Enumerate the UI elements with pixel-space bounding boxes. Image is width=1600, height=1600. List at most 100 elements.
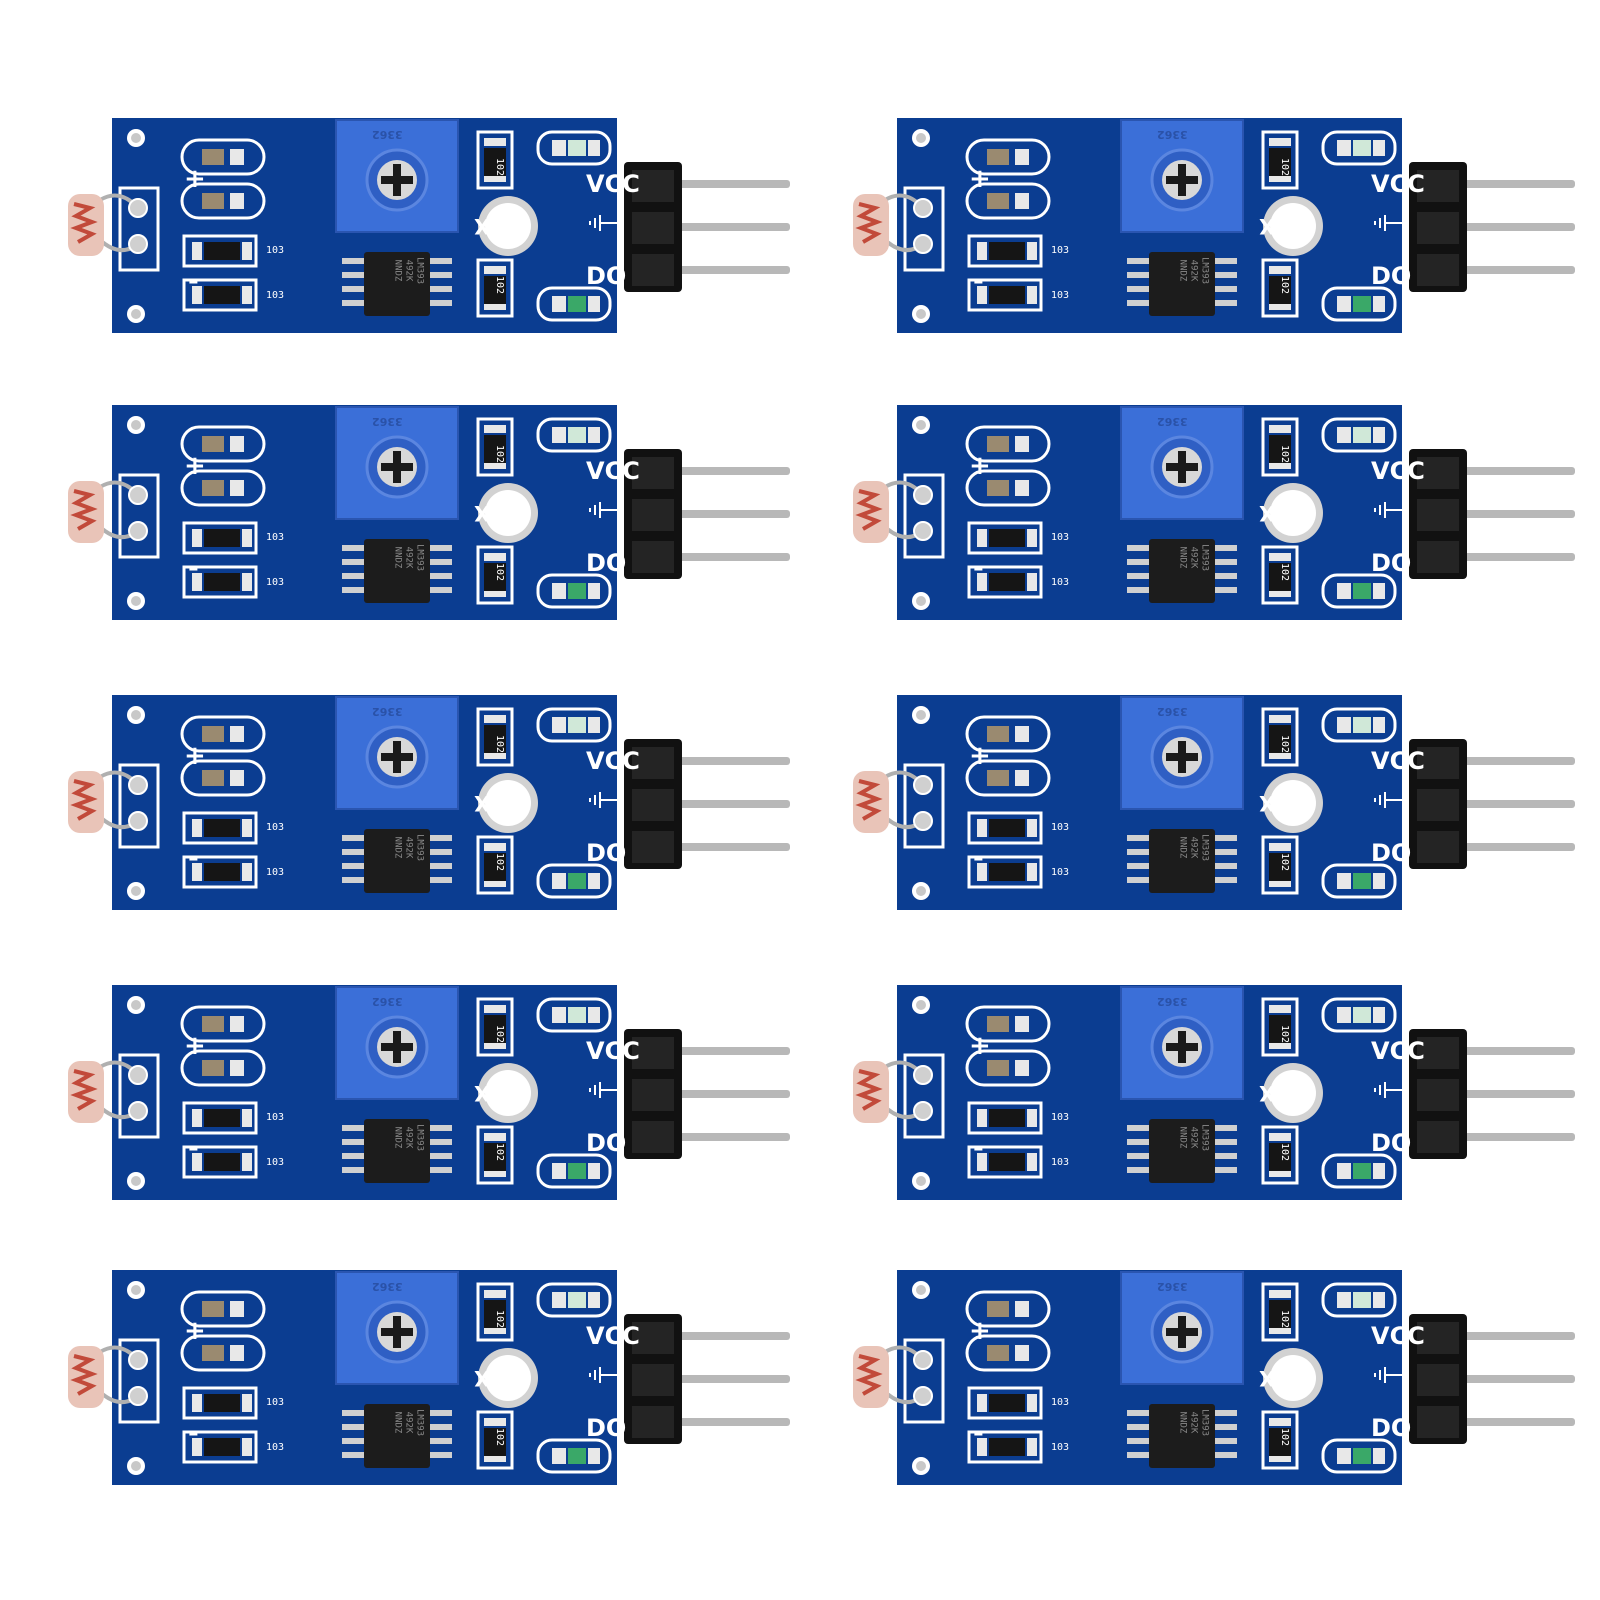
chip-marking-line: LM393 bbox=[414, 1408, 425, 1437]
switch-label-cn: 开关 bbox=[634, 1169, 679, 1194]
pin-header[interactable] bbox=[624, 162, 682, 292]
pin-header[interactable] bbox=[1409, 449, 1467, 579]
potentiometer[interactable] bbox=[1120, 1271, 1244, 1385]
do-label: DO bbox=[586, 262, 627, 290]
do-label: DO bbox=[586, 549, 627, 577]
vcc-label: VCC bbox=[1371, 1322, 1425, 1350]
pin-header[interactable] bbox=[624, 1314, 682, 1444]
sbx-label: SBX bbox=[474, 1081, 522, 1105]
light-sensor-module: + - VCC SBX DO 电源 开关 3362 103 103 102 10… bbox=[845, 405, 1575, 635]
power-led bbox=[536, 417, 612, 453]
vcc-label: VCC bbox=[586, 1037, 640, 1065]
vcc-label: VCC bbox=[1371, 457, 1425, 485]
potentiometer[interactable] bbox=[1120, 119, 1244, 233]
switch-label-cn: 开关 bbox=[1419, 1454, 1464, 1479]
light-sensor-module: + - VCC SBX DO 电源 开关 3362 103 103 102 10… bbox=[60, 695, 790, 925]
resistor-marking: 103 bbox=[266, 1442, 285, 1453]
do-label: DO bbox=[1371, 839, 1412, 867]
vcc-label: VCC bbox=[586, 457, 640, 485]
chip-marking: LM393 492K NNDZ bbox=[392, 1391, 425, 1455]
sbx-label: SBX bbox=[1259, 1081, 1307, 1105]
chip-marking-line: LM393 bbox=[414, 833, 425, 862]
power-label-cn: 电源 bbox=[1419, 997, 1464, 1022]
chip-marking: LM393 492K NNDZ bbox=[392, 239, 425, 303]
power-led bbox=[536, 997, 612, 1033]
photoresistor bbox=[853, 1346, 889, 1408]
lm393-chip bbox=[1127, 252, 1237, 316]
potentiometer[interactable] bbox=[1120, 406, 1244, 520]
minus-label: - bbox=[188, 553, 199, 583]
sbx-label: SBX bbox=[474, 791, 522, 815]
sbx-label: SBX bbox=[474, 501, 522, 525]
power-led bbox=[536, 1282, 612, 1318]
do-label: DO bbox=[1371, 262, 1412, 290]
chip-marking-line: 492K bbox=[1188, 836, 1199, 859]
resistor-marking: 103 bbox=[1051, 290, 1070, 301]
resistor-marking: 103 bbox=[1051, 867, 1070, 878]
power-label-cn: 电源 bbox=[634, 417, 679, 442]
light-sensor-module: + - VCC SBX DO 电源 开关 3362 103 103 102 10… bbox=[845, 118, 1575, 348]
minus-label: - bbox=[973, 843, 984, 873]
potentiometer[interactable] bbox=[335, 406, 459, 520]
switch-label-cn: 开关 bbox=[1419, 879, 1464, 904]
vcc-label: VCC bbox=[586, 170, 640, 198]
pin-header[interactable] bbox=[624, 1029, 682, 1159]
pot-marking: 3362 bbox=[372, 995, 403, 1008]
pot-marking: 3362 bbox=[372, 415, 403, 428]
chip-marking-line: NNDZ bbox=[1177, 259, 1188, 282]
potentiometer[interactable] bbox=[1120, 986, 1244, 1100]
switch-led bbox=[536, 286, 612, 322]
pin-header[interactable] bbox=[1409, 162, 1467, 292]
plus-label: + bbox=[969, 451, 991, 481]
power-label-cn: 电源 bbox=[634, 130, 679, 155]
switch-label-cn: 开关 bbox=[1419, 589, 1464, 614]
potentiometer[interactable] bbox=[1120, 696, 1244, 810]
chip-marking-line: 492K bbox=[1188, 1411, 1199, 1434]
potentiometer[interactable] bbox=[335, 1271, 459, 1385]
pin-header[interactable] bbox=[1409, 739, 1467, 869]
sbx-label: SBX bbox=[1259, 1366, 1307, 1390]
resistor-marking: 102 bbox=[494, 275, 506, 295]
do-label: DO bbox=[1371, 1414, 1412, 1442]
resistor-marking: 102 bbox=[494, 1024, 506, 1044]
chip-marking-line: NNDZ bbox=[392, 259, 403, 282]
pot-marking: 3362 bbox=[1157, 1280, 1188, 1293]
resistor-marking: 102 bbox=[1279, 157, 1291, 177]
light-sensor-module: + - VCC SBX DO 电源 开关 3362 103 103 102 10… bbox=[60, 405, 790, 635]
minus-label: - bbox=[188, 1418, 199, 1448]
resistor-marking: 103 bbox=[1051, 1112, 1070, 1123]
pin-header[interactable] bbox=[624, 739, 682, 869]
vcc-label: VCC bbox=[586, 747, 640, 775]
module-drawing bbox=[68, 118, 790, 333]
resistor-marking: 102 bbox=[1279, 1142, 1291, 1162]
chip-marking-line: NNDZ bbox=[1177, 836, 1188, 859]
resistor-marking: 103 bbox=[1051, 822, 1070, 833]
pin-header[interactable] bbox=[1409, 1314, 1467, 1444]
power-led bbox=[1321, 1282, 1397, 1318]
chip-marking-line: NNDZ bbox=[1177, 1126, 1188, 1149]
chip-marking: LM393 492K NNDZ bbox=[1177, 1391, 1210, 1455]
potentiometer[interactable] bbox=[335, 986, 459, 1100]
pin-header[interactable] bbox=[1409, 1029, 1467, 1159]
pin-header[interactable] bbox=[624, 449, 682, 579]
potentiometer[interactable] bbox=[335, 696, 459, 810]
potentiometer[interactable] bbox=[335, 119, 459, 233]
resistor-marking: 103 bbox=[1051, 245, 1070, 256]
sbx-label: SBX bbox=[1259, 501, 1307, 525]
switch-label-cn: 开关 bbox=[634, 302, 679, 327]
vcc-label: VCC bbox=[586, 1322, 640, 1350]
chip-marking: LM393 492K NNDZ bbox=[1177, 1106, 1210, 1170]
chip-marking-line: LM393 bbox=[414, 1123, 425, 1152]
photoresistor bbox=[853, 1061, 889, 1123]
pot-marking: 3362 bbox=[1157, 415, 1188, 428]
power-label-cn: 电源 bbox=[634, 997, 679, 1022]
plus-label: + bbox=[969, 741, 991, 771]
resistor-marking: 102 bbox=[494, 157, 506, 177]
resistor-marking: 102 bbox=[1279, 1427, 1291, 1447]
power-label-cn: 电源 bbox=[634, 1282, 679, 1307]
photoresistor bbox=[853, 771, 889, 833]
chip-marking-line: 492K bbox=[1188, 546, 1199, 569]
resistor-marking: 102 bbox=[1279, 444, 1291, 464]
resistor-marking: 103 bbox=[1051, 1397, 1070, 1408]
plus-label: + bbox=[184, 1031, 206, 1061]
